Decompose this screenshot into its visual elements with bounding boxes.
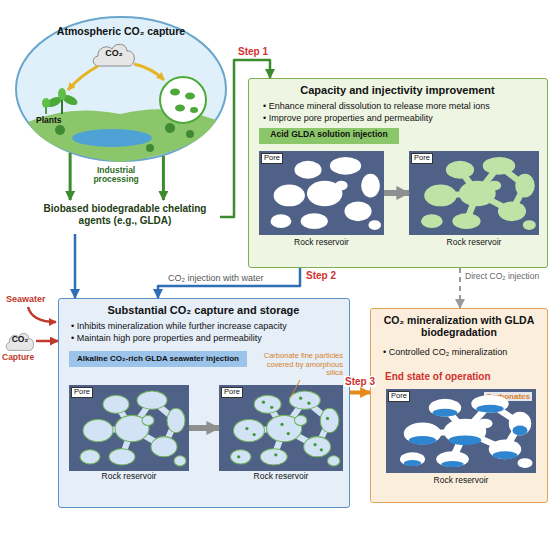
plant-leaf — [45, 95, 63, 109]
node-heading: Pore — [411, 153, 433, 164]
co2-cloud: CO₂ — [90, 40, 138, 68]
node-heading: Pore — [261, 153, 283, 164]
reservoir-panel: PoreCarbonate fine particles covered by … — [219, 385, 343, 471]
node-text: • Improve pore properties and permeabili… — [263, 113, 543, 123]
node-text: Carbonate fine particles covered by amor… — [251, 352, 343, 378]
node-text: Carbonates — [484, 392, 532, 401]
node-heading: Pore — [388, 391, 410, 402]
edge-label: Step 1 — [238, 46, 268, 58]
reservoir-panel: PoreRock reservoir — [259, 151, 384, 235]
globe-outline — [15, 16, 227, 162]
plant-leaf — [42, 98, 50, 108]
pores — [230, 391, 339, 466]
capture-globe: Atmospheric CO₂ captureCO₂ — [15, 16, 227, 162]
flow-arrow — [74, 234, 77, 298]
node-heading: Pore — [221, 387, 243, 398]
node-heading: CO₂ mineralization with GLDA biodegradat… — [375, 314, 543, 338]
tree — [165, 123, 175, 133]
reservoir-panel: PoreRock reservoir — [69, 385, 189, 471]
node-text: • Inhibits mineralization while further … — [71, 321, 346, 331]
flow-arrow — [350, 391, 370, 395]
node-text: End state of operation — [385, 371, 491, 383]
pores — [80, 391, 186, 466]
plant-leaf — [58, 88, 66, 100]
flow-arrow — [36, 340, 58, 343]
algae-body — [185, 93, 195, 100]
algae-body — [175, 105, 185, 112]
stage-box: Capacity and injectivity improvement • En… — [248, 78, 548, 268]
node-heading: CO₂ — [90, 48, 138, 58]
pores — [400, 395, 533, 468]
injection-tag: Acid GLDA solution injection — [259, 128, 399, 144]
input-label: Seawater — [6, 294, 46, 304]
node-heading: Alkaline CO₂-rich GLDA seawater injectio… — [69, 354, 247, 363]
edge-label: Industrial processing — [78, 166, 154, 186]
pores — [271, 157, 381, 230]
co2-cloud: CO₂ — [4, 330, 36, 352]
microalgae-cell — [160, 77, 206, 123]
flow-arrow — [459, 268, 461, 308]
seawater-arrow — [28, 307, 56, 322]
node-heading: Biobased biodegradable chelating agents … — [30, 203, 220, 226]
plant-stem — [45, 104, 47, 114]
flow-arrow — [220, 60, 270, 217]
node-text: • Maintain high pore properties and perm… — [71, 333, 346, 343]
algae-body — [190, 107, 198, 113]
product-box: Biobased biodegradable chelating agents … — [30, 200, 220, 234]
co2-uptake-arrow — [68, 66, 98, 90]
flow-arrow — [162, 156, 165, 200]
flow-arrow — [189, 425, 219, 431]
stage-box: CO₂ mineralization with GLDA biodegradat… — [370, 308, 548, 503]
tree — [186, 130, 194, 138]
carbonates — [404, 405, 528, 467]
node-text: Rock reservoir — [69, 472, 189, 482]
node-text: • Controlled CO₂ mineralization — [383, 347, 543, 357]
edge-label: Step 2 — [306, 270, 336, 282]
node-heading: Atmospheric CO₂ capture — [15, 25, 227, 37]
pore-channels — [423, 404, 521, 459]
plant-stem — [61, 96, 63, 114]
reservoir-panel: PoreRock reservoir — [409, 151, 539, 235]
injection-tag: Alkaline CO₂-rich GLDA seawater injectio… — [69, 351, 247, 367]
tree — [146, 144, 154, 152]
globe-shape — [16, 17, 226, 161]
reservoir-panel: PoreCarbonatesRock reservoir — [386, 389, 536, 473]
land-area — [28, 109, 216, 162]
pore-channels — [98, 400, 176, 457]
flow-arrow — [69, 153, 72, 200]
plant-leaf — [61, 93, 79, 107]
leader-line — [290, 380, 300, 398]
node-text: Rock reservoir — [219, 472, 343, 482]
flow-arrow — [158, 268, 300, 298]
plant-label: Plants — [36, 116, 62, 126]
node-heading: Acid GLDA solution injection — [259, 130, 399, 140]
tree — [55, 125, 65, 135]
node-text: Rock reservoir — [259, 238, 384, 248]
pore-channels — [249, 400, 330, 457]
algae-body — [170, 89, 180, 96]
pores — [421, 157, 536, 230]
flow-arrow — [384, 190, 409, 196]
node-text: Rock reservoir — [386, 476, 536, 486]
node-text: • Enhance mineral dissolution to release… — [263, 101, 543, 111]
edge-label: Capture — [2, 353, 34, 363]
water-body — [72, 129, 152, 147]
node-heading: Pore — [71, 387, 93, 398]
node-heading: Capacity and injectivity improvement — [249, 84, 546, 97]
node-heading: Substantial CO₂ capture and storage — [59, 304, 348, 317]
edge-label: Step 3 — [344, 376, 376, 388]
co2-uptake-arrow — [134, 64, 164, 80]
flow-note: CO₂ injection with water — [168, 273, 264, 283]
fine-particles — [237, 397, 329, 459]
node-heading: CO₂ — [4, 335, 36, 345]
stage-box: Substantial CO₂ capture and storage • Inh… — [58, 298, 350, 508]
node-text: Rock reservoir — [409, 238, 539, 248]
edge-label: Direct CO₂ injection — [465, 272, 547, 282]
pore-channels — [440, 166, 524, 221]
